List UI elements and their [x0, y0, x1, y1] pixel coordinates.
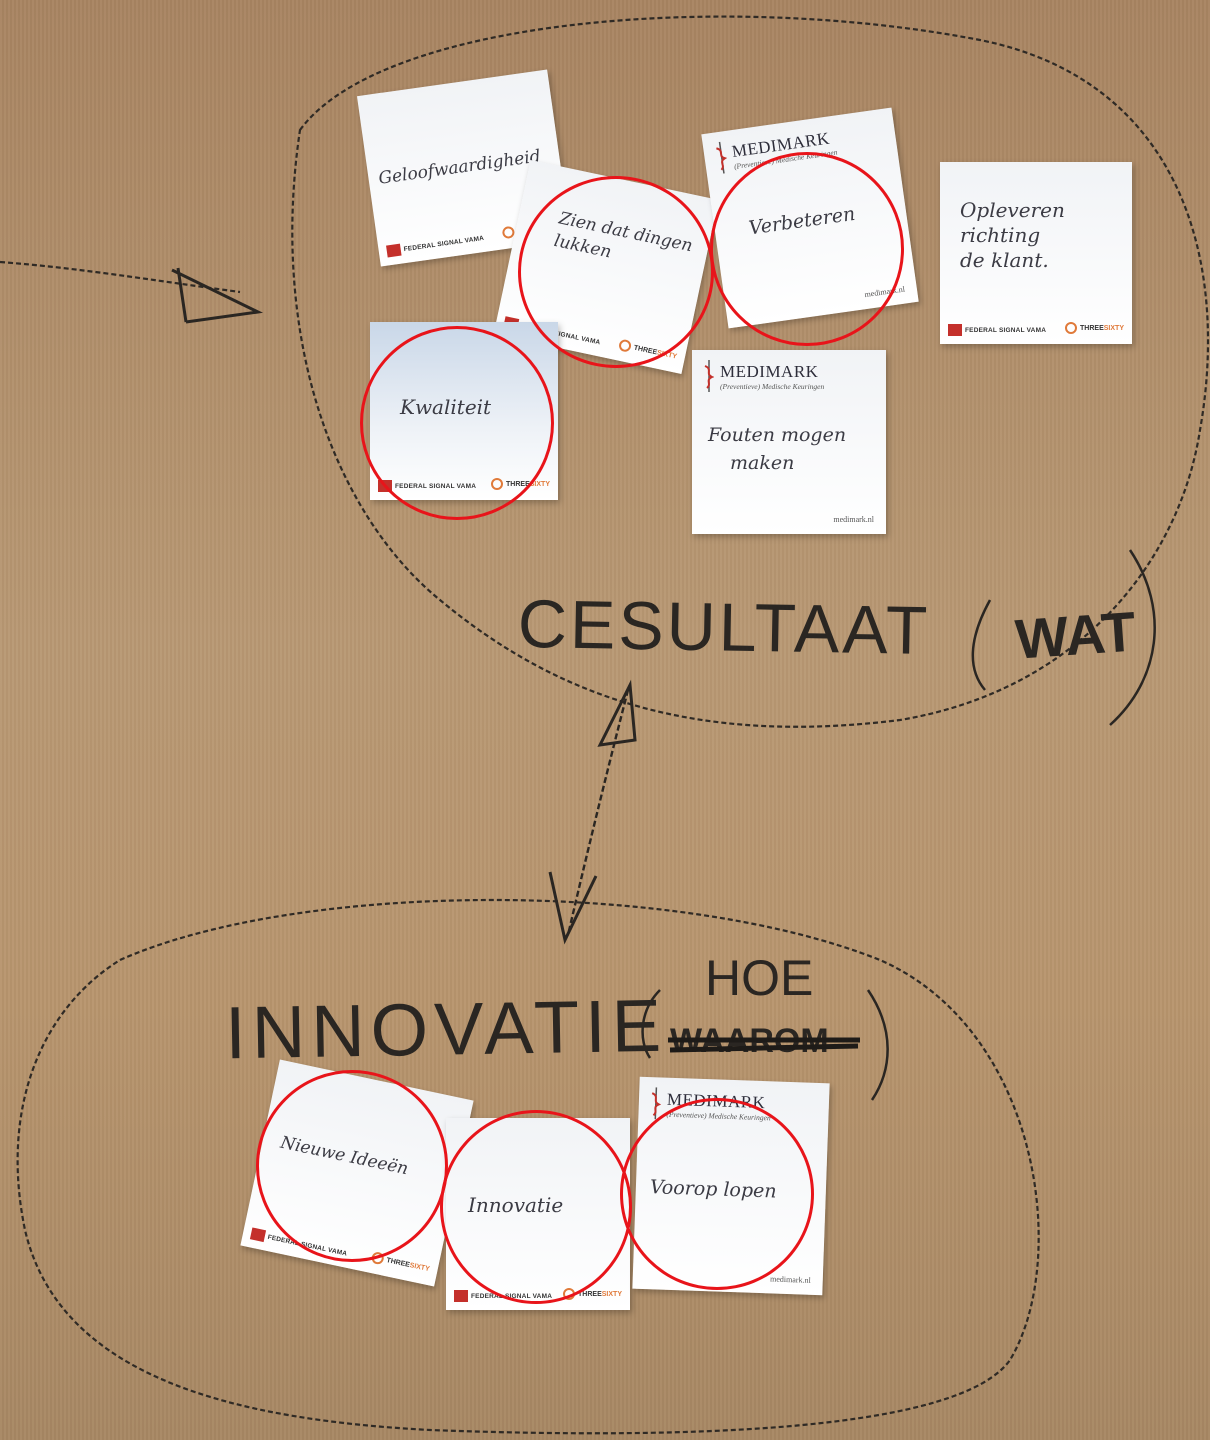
- connector-head-up: [597, 679, 637, 747]
- innovation-paren-new: HOE: [705, 950, 813, 1006]
- hoe-paren-right: [866, 989, 889, 1101]
- incoming-arrow-line: [0, 260, 241, 294]
- highlight-circle: [360, 326, 554, 520]
- innovation-ellipse: [16, 898, 1040, 1435]
- medimark-url: medimark.nl: [769, 1274, 811, 1285]
- wat-paren-right: [1109, 549, 1156, 726]
- note-fouten-mogen-maken: MEDIMARK (Preventieve) Medische Keuringe…: [692, 350, 886, 534]
- result-ellipse: [291, 15, 1210, 728]
- federal-signal-icon: [948, 324, 962, 336]
- wat-paren-left: [971, 599, 992, 691]
- federal-signal-logo: FEDERAL SIGNAL VAMA: [948, 324, 1046, 336]
- result-paren-label: WAT: [1013, 600, 1137, 671]
- medimark-icon: [716, 141, 728, 174]
- note-text: Fouten mogen maken: [708, 424, 847, 474]
- federal-signal-icon: [249, 1227, 267, 1243]
- federal-signal-icon: [454, 1290, 468, 1302]
- note-text: Opleveren richting de klant.: [960, 198, 1065, 272]
- highlight-circle: [620, 1098, 814, 1290]
- highlight-circle: [518, 176, 714, 368]
- note-verbeteren: MEDIMARK (Preventieve) Medische Keuringe…: [701, 107, 919, 329]
- medimark-url: medimark.nl: [833, 515, 874, 524]
- connector-head-down: [548, 871, 598, 945]
- threesixty-logo: THREESIXTY: [1065, 322, 1124, 334]
- strike-through: [668, 1037, 860, 1053]
- federal-signal-logo: FEDERAL SIGNAL VAMA: [386, 232, 485, 258]
- highlight-circle: [256, 1070, 448, 1262]
- connector-line: [566, 689, 630, 936]
- medimark-header: MEDIMARK (Preventieve) Medische Keuringe…: [704, 360, 876, 396]
- threesixty-icon: [1065, 322, 1078, 334]
- medimark-icon: [651, 1087, 662, 1120]
- highlight-circle: [710, 152, 904, 346]
- medimark-header: MEDIMARK (Preventieve) Medische Keuringe…: [715, 119, 888, 178]
- note-opleveren: Opleveren richting de klant. FEDERAL SIG…: [940, 162, 1132, 344]
- result-label: CESULTAAT: [517, 586, 931, 669]
- medimark-icon: [704, 360, 714, 392]
- federal-signal-icon: [386, 243, 402, 258]
- highlight-circle: [440, 1110, 632, 1304]
- note-voorop-lopen: MEDIMARK (Preventieve) Medische Keuringe…: [632, 1076, 830, 1296]
- incoming-arrow-head: [171, 267, 264, 324]
- innovation-label: INNOVATIE: [224, 984, 667, 1075]
- note-footer: FEDERAL SIGNAL VAMA THREESIXTY: [948, 318, 1124, 336]
- hoe-paren-left: [641, 989, 661, 1059]
- medimark-header: MEDIMARK (Preventieve) Medische Keuringe…: [650, 1087, 819, 1129]
